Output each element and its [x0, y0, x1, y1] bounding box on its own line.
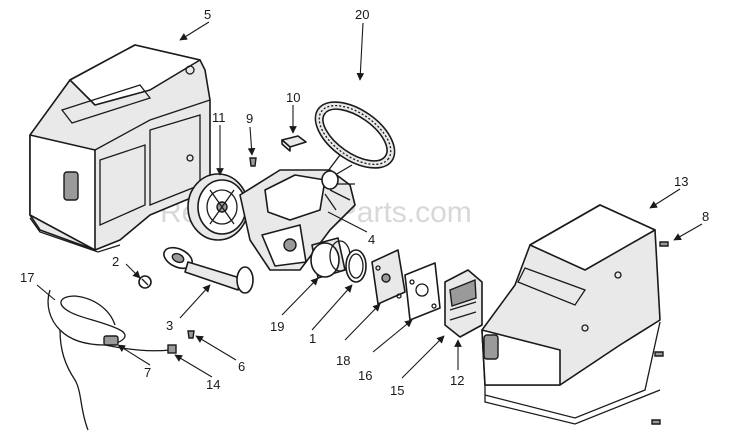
part-13-right-shroud[interactable] — [481, 204, 661, 425]
callout-1: 1 — [309, 331, 316, 346]
part-4-pump-assembly[interactable] — [239, 154, 356, 271]
callout-13: 13 — [674, 174, 688, 189]
part-19-cylinder[interactable] — [310, 237, 351, 279]
callout-7: 7 — [144, 365, 151, 380]
part-16-gasket[interactable] — [404, 262, 441, 321]
part-3-connecting-rod[interactable] — [161, 244, 254, 294]
callout-6: 6 — [238, 359, 245, 374]
part-17-power-cord[interactable] — [47, 289, 177, 431]
callout-9: 9 — [246, 111, 253, 126]
part-1-o-ring[interactable] — [345, 249, 367, 283]
callout-19: 19 — [270, 319, 284, 334]
callout-4: 4 — [368, 232, 375, 247]
callout-5: 5 — [204, 7, 211, 22]
callout-11: 11 — [212, 110, 226, 125]
callout-2: 2 — [112, 254, 119, 269]
part-12-cylinder-head[interactable] — [444, 269, 483, 338]
callout-15: 15 — [390, 383, 404, 398]
part-20-belt[interactable] — [304, 89, 406, 182]
part-11-pulley[interactable] — [187, 173, 249, 241]
part-18-valve-plate[interactable] — [371, 249, 406, 305]
callout-10: 10 — [286, 90, 300, 105]
callout-8: 8 — [702, 209, 709, 224]
callout-17: 17 — [20, 270, 34, 285]
part-10-pad[interactable] — [281, 135, 307, 152]
leader-lines — [36, 21, 703, 379]
callout-14: 14 — [206, 377, 220, 392]
callout-labels: 5 20 10 9 11 4 2 17 3 6 7 14 19 1 18 16 … — [20, 7, 709, 398]
callout-16: 16 — [358, 368, 372, 383]
part-2-screw[interactable] — [138, 275, 152, 289]
part-9-screw[interactable] — [249, 157, 257, 167]
part-8-screws[interactable] — [651, 241, 669, 425]
callout-18: 18 — [336, 353, 350, 368]
callout-20: 20 — [355, 7, 369, 22]
part-6-screw[interactable] — [187, 330, 195, 339]
callout-3: 3 — [166, 318, 173, 333]
callout-12: 12 — [450, 373, 464, 388]
